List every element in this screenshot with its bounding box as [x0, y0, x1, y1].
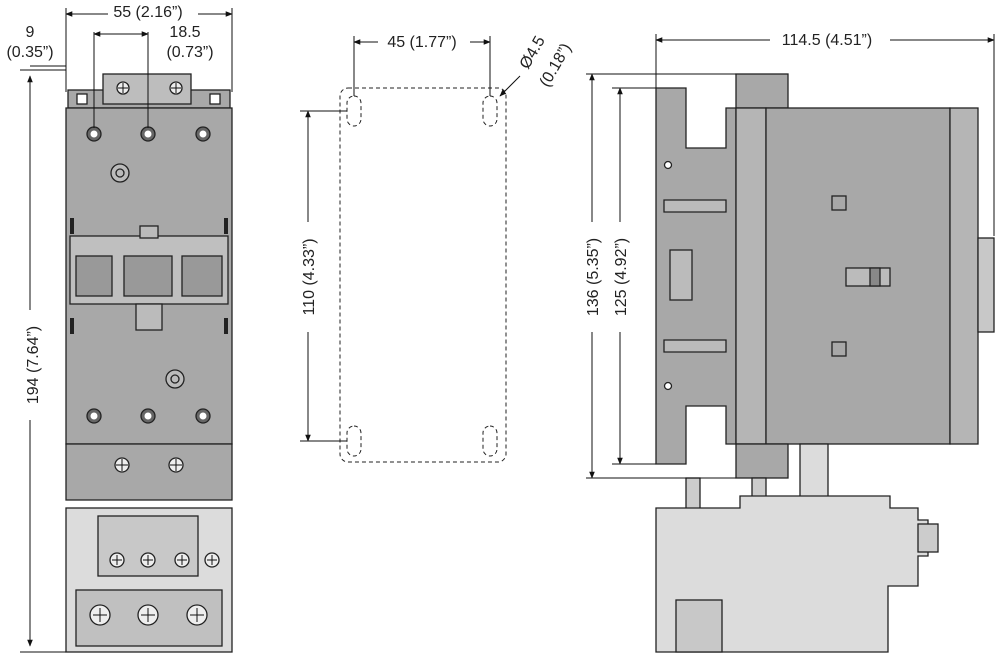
front-height-label-bg [20, 310, 42, 420]
side-depth-label-bg [770, 29, 890, 51]
front-pitch-mm-label: 18.5 [169, 24, 200, 41]
side-indicator [845, 267, 891, 287]
front-width-label: 55 (2.16”) [113, 4, 182, 21]
side-outer-height-label-bg [580, 222, 604, 332]
side-outer-height-label: 136 (5.35”) [585, 238, 602, 316]
front-upper-screw [110, 163, 130, 183]
mounting-y-label: 110 (4.33”) [301, 238, 318, 315]
side-inner-height-label-bg [608, 222, 632, 332]
mounting-view: 45 (1.77”) 110 (4.33”) Ø4.5 (0.18”) [296, 31, 575, 463]
side-depth-label: 114.5 (4.51”) [782, 32, 872, 49]
side-view: 114.5 (4.51”) 136 (5.35”) 125 (4.92”) [580, 29, 995, 653]
mounting-x-label-bg [378, 31, 470, 53]
side-lower-block [735, 443, 789, 479]
front-relay-terminals [75, 552, 223, 647]
front-view: 55 (2.16”) 9 (0.35”) 18.5 (0.73”) 194 (7… [6, 1, 233, 653]
mounting-diameter-label: Ø4.5 [517, 33, 549, 72]
mounting-outline [339, 87, 507, 463]
front-width-label-bg [108, 1, 198, 23]
front-lower-screws [114, 457, 184, 473]
side-body-rear [949, 107, 979, 445]
front-offset-mm-label: 9 [26, 24, 35, 41]
mounting-y-label-bg [296, 222, 320, 332]
front-lower-block [65, 443, 233, 501]
side-inner-height-label: 125 (4.92”) [613, 238, 630, 316]
front-contact-module [69, 218, 229, 334]
front-lower-screw [165, 369, 185, 389]
side-rear-connector [977, 237, 995, 333]
side-overload-relay [655, 495, 929, 653]
front-terminal-holes-top [86, 126, 211, 142]
front-top-screws [76, 81, 221, 105]
mounting-x-label: 45 (1.77”) [387, 34, 456, 51]
side-mounting-bracket [655, 87, 737, 465]
front-pitch-in-label: (0.73”) [166, 44, 213, 61]
side-body-front [735, 107, 767, 445]
front-terminal-holes-bottom [86, 408, 211, 424]
front-offset-in-label: (0.35”) [6, 44, 53, 61]
side-top-cap [735, 73, 789, 109]
mounting-holes [346, 95, 498, 457]
front-height-label: 194 (7.64”) [25, 326, 42, 404]
